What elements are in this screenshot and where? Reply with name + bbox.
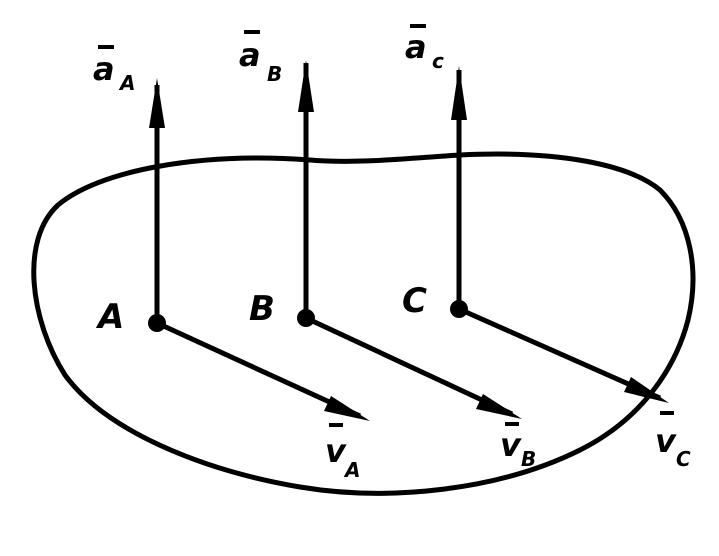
svg-text:a: a <box>93 50 115 88</box>
body-outline <box>31 151 696 496</box>
velocity-arrowhead-b <box>476 394 522 419</box>
svg-text:A: A <box>118 71 135 95</box>
velocity-arrowhead-c <box>624 377 669 403</box>
svg-text:A: A <box>343 458 360 482</box>
point-b-group: B a B v B <box>239 30 536 471</box>
svg-text:c: c <box>432 49 444 73</box>
point-a-label: A <box>95 297 124 337</box>
velocity-label-c: v C <box>655 411 691 471</box>
velocity-vector-b <box>304 315 514 417</box>
velocity-vector-c <box>457 306 662 401</box>
accel-label-b: a B <box>239 30 282 86</box>
point-c-group: C a c v C <box>402 24 691 471</box>
svg-text:a: a <box>405 28 427 66</box>
accel-arrowhead-a <box>149 78 165 128</box>
svg-text:a: a <box>239 36 261 74</box>
svg-text:C: C <box>676 447 691 471</box>
point-a-group: A a A v A <box>93 45 370 482</box>
velocity-label-b: v B <box>500 422 536 471</box>
point-c-label: C <box>402 281 427 321</box>
accel-arrowhead-b <box>298 60 314 112</box>
accel-label-a: a A <box>93 45 135 95</box>
velocity-label-a: v A <box>325 423 360 482</box>
point-a-dot <box>148 314 166 332</box>
accel-arrowhead-c <box>451 66 467 120</box>
velocity-arrowhead-a <box>324 396 370 421</box>
point-c-dot <box>450 300 468 318</box>
svg-text:v: v <box>655 422 677 460</box>
svg-text:B: B <box>267 62 282 86</box>
velocity-vector-a <box>155 320 362 419</box>
accel-label-c: a c <box>405 24 444 73</box>
svg-text:v: v <box>500 426 522 464</box>
svg-text:v: v <box>325 432 347 470</box>
point-b-label: B <box>249 289 275 329</box>
point-b-dot <box>297 309 315 327</box>
svg-text:B: B <box>521 447 536 471</box>
